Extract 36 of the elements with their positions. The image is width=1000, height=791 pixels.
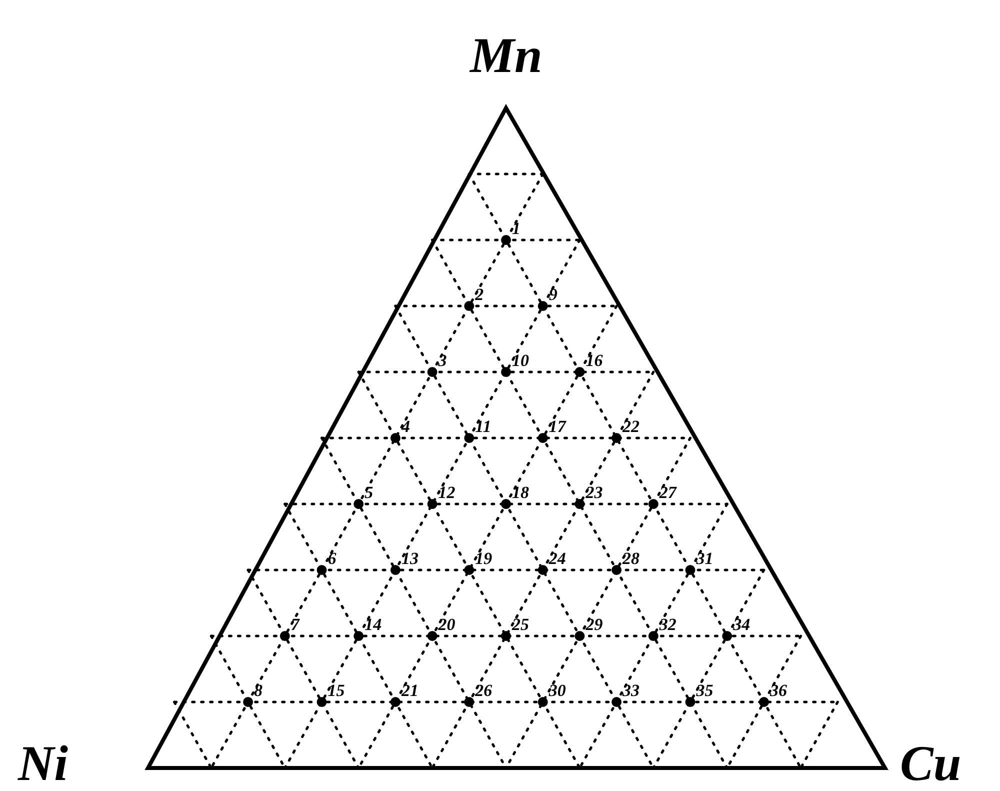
point-number: 25 xyxy=(512,616,529,633)
point-number: 15 xyxy=(328,682,345,699)
vertex-label: Ni xyxy=(18,738,68,788)
point-number: 31 xyxy=(696,550,714,567)
point-number: 2 xyxy=(475,286,484,303)
point-number: 27 xyxy=(659,484,676,501)
point-number: 29 xyxy=(586,616,603,633)
point-number: 17 xyxy=(548,418,566,435)
vertex-label: Cu xyxy=(900,738,962,788)
point-number: 30 xyxy=(548,682,566,699)
point-number: 18 xyxy=(512,484,529,501)
point-number: 12 xyxy=(438,484,456,501)
point-number: 21 xyxy=(401,682,418,699)
point-number: 16 xyxy=(586,352,603,369)
point-number: 28 xyxy=(622,550,640,567)
vertex-label: Mn xyxy=(470,30,542,80)
point-number: 13 xyxy=(401,550,418,567)
point-number: 22 xyxy=(622,418,640,435)
point-number: 20 xyxy=(438,616,456,633)
point-number: 11 xyxy=(475,418,492,435)
point-number: 7 xyxy=(290,616,300,633)
point-number: 4 xyxy=(401,418,410,435)
point-number: 35 xyxy=(696,682,714,699)
point-number: 32 xyxy=(659,616,676,633)
point-number: 10 xyxy=(512,352,529,369)
point-number: 6 xyxy=(328,550,336,567)
point-number: 36 xyxy=(770,682,787,699)
point-number: 1 xyxy=(512,220,520,237)
point-number: 9 xyxy=(548,286,558,303)
point-number: 33 xyxy=(622,682,640,699)
point-number: 14 xyxy=(364,616,382,633)
point-number: 24 xyxy=(548,550,566,567)
point-number: 19 xyxy=(475,550,492,567)
point-number: 26 xyxy=(475,682,492,699)
point-number: 23 xyxy=(586,484,603,501)
point-number: 34 xyxy=(733,616,750,633)
